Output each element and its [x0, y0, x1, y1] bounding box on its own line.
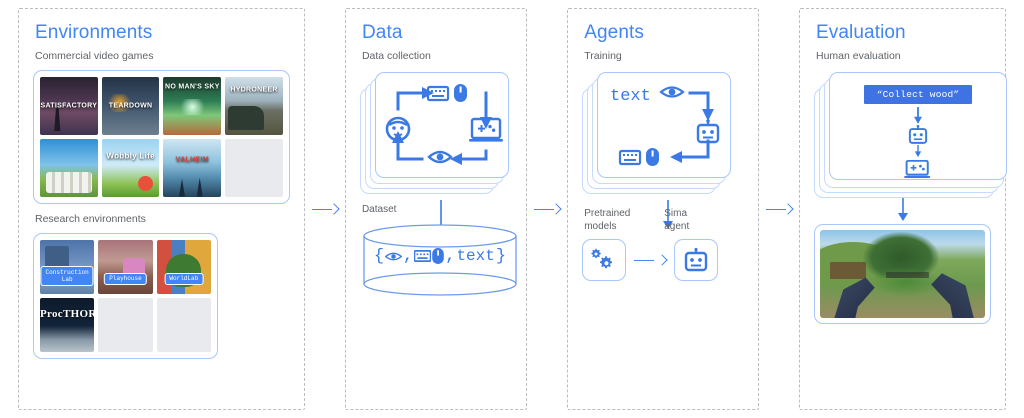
- research-thumb-playhouse[interactable]: Playhouse: [98, 239, 153, 294]
- data-subtitle: Data collection: [361, 49, 431, 62]
- dataset-contents-text: { , , text }: [373, 246, 507, 266]
- environments-subtitle-commercial: Commercial video games: [35, 49, 154, 62]
- game-caption: VALHEIM: [175, 156, 209, 164]
- environments-title: Environments: [35, 22, 153, 43]
- mouse-icon: [646, 148, 660, 167]
- game-thumb-teardown[interactable]: TEARDOWN: [101, 77, 160, 135]
- data-collection-card[interactable]: [374, 72, 509, 179]
- pretrained-models-label: Pretrained models: [584, 208, 631, 232]
- research-thumb-construction-lab[interactable]: Construction Lab: [40, 239, 95, 294]
- robot-icon: [908, 124, 928, 144]
- sima-agent-box[interactable]: [674, 239, 719, 282]
- research-label: Construction Lab: [40, 266, 94, 287]
- section-environments: Environments Commercial video games SATI…: [18, 8, 305, 410]
- game-caption: HYDRONEER: [230, 86, 278, 94]
- game-thumb-valheim[interactable]: VALHEIM: [163, 138, 222, 197]
- laptop-game-icon: [468, 117, 503, 142]
- keyboard-icon: [426, 85, 450, 102]
- eye-icon: [659, 86, 685, 98]
- evaluation-subtitle: Human evaluation: [816, 49, 901, 62]
- laptop-game-icon: [904, 159, 931, 178]
- gameplay-scene: [820, 230, 985, 319]
- training-card[interactable]: text: [597, 72, 732, 179]
- eye-icon: [385, 252, 403, 260]
- research-thumb-worldlab[interactable]: WorldLab: [156, 239, 211, 294]
- in-game-hud: [886, 272, 929, 279]
- agent-text-token: text: [610, 87, 651, 106]
- bush: [869, 266, 943, 297]
- instruction-badge: “Collect wood”: [864, 85, 972, 105]
- commercial-games-grid: SATISFACTORY TEARDOWN NO MAN'S SKY HYDRO…: [34, 71, 289, 203]
- gameplay-screenshot[interactable]: [814, 224, 991, 325]
- connector-data-to-agents: [527, 0, 567, 418]
- dataset-cylinder: { , , text }: [360, 223, 517, 299]
- game-thumb-wobbly-life[interactable]: Wobbly Life: [101, 138, 160, 197]
- game-caption: NO MAN'S SKY: [165, 83, 220, 91]
- keyboard-icon: [619, 149, 642, 166]
- robot-icon: [697, 119, 720, 144]
- arrow-right-icon: [534, 204, 560, 214]
- game-caption: Wobbly Life: [106, 151, 155, 161]
- game-thumb-satisfactory[interactable]: SATISFACTORY: [40, 77, 98, 135]
- research-thumb-empty-slot: [156, 297, 211, 353]
- arrow-down-to-models: [592, 200, 744, 230]
- dataset-label: Dataset: [361, 204, 397, 216]
- evaluation-title: Evaluation: [816, 22, 906, 43]
- data-title: Data: [361, 22, 403, 43]
- research-label: Playhouse: [104, 272, 147, 286]
- training-stack: text: [582, 70, 744, 198]
- connector-environments-to-data: [305, 0, 345, 418]
- arrow-right-icon: [634, 255, 666, 265]
- cylinder-shape-icon: [363, 223, 517, 296]
- game-caption: SATISFACTORY: [40, 102, 98, 110]
- connector-agents-to-evaluation: [759, 0, 799, 418]
- section-agents: Agents Training text: [567, 8, 759, 410]
- section-evaluation: Evaluation Human evaluation “Collect woo…: [799, 8, 1007, 410]
- gears-icon: [591, 248, 613, 269]
- arrow-right-icon: [766, 204, 792, 214]
- game-thumb-hydroneer[interactable]: HYDRONEER: [225, 77, 283, 135]
- research-thumb-procthor[interactable]: ProcTHOR: [40, 297, 95, 353]
- game-thumb-goat-simulator[interactable]: [40, 138, 98, 197]
- research-caption: ProcTHOR: [40, 308, 95, 321]
- human-evaluation-card[interactable]: “Collect wood”: [829, 72, 1007, 181]
- research-label: WorldLab: [164, 272, 204, 286]
- arrow-right-icon: [311, 204, 338, 214]
- section-data: Data Data collection: [344, 8, 528, 410]
- sima-agent-label: Sima agent: [664, 208, 690, 232]
- environments-subtitle-research: Research environments: [35, 212, 146, 225]
- dataset-text-token: text: [456, 247, 495, 266]
- arrow-down-icon: [663, 200, 674, 230]
- agents-title: Agents: [584, 22, 644, 43]
- research-thumb-empty-slot: [98, 297, 153, 353]
- models-labels-row: Pretrained models Sima agent: [584, 208, 744, 233]
- arrow-down-icon: [914, 145, 922, 158]
- game-caption: TEARDOWN: [108, 102, 153, 110]
- research-environments-grid: Construction Lab Playhouse WorldLab Proc…: [34, 234, 217, 359]
- models-row: [582, 239, 744, 282]
- data-collection-stack: [359, 70, 512, 198]
- keyboard-icon: [414, 250, 432, 262]
- agents-subtitle: Training: [584, 49, 622, 62]
- pretrained-models-box[interactable]: [582, 239, 627, 282]
- agent-loop-diagram: text: [610, 86, 720, 167]
- robot-icon: [685, 248, 708, 272]
- eye-icon: [427, 150, 453, 164]
- mouse-icon: [453, 84, 467, 103]
- dataset-contents: { , , text }: [360, 247, 520, 266]
- commercial-games-card: SATISFACTORY TEARDOWN NO MAN'S SKY HYDRO…: [33, 70, 290, 204]
- research-environments-card: Construction Lab Playhouse WorldLab Proc…: [33, 232, 218, 360]
- mouse-icon: [432, 248, 445, 265]
- human-evaluation-stack: “Collect wood”: [814, 70, 1007, 200]
- person-icon: [385, 116, 411, 142]
- in-game-sign: [829, 261, 867, 280]
- game-thumb-no-mans-sky[interactable]: NO MAN'S SKY: [163, 77, 222, 135]
- arrow-down-icon: [914, 107, 922, 124]
- game-thumb-empty-slot: [225, 138, 283, 197]
- data-collection-cycle-diagram: [385, 84, 503, 166]
